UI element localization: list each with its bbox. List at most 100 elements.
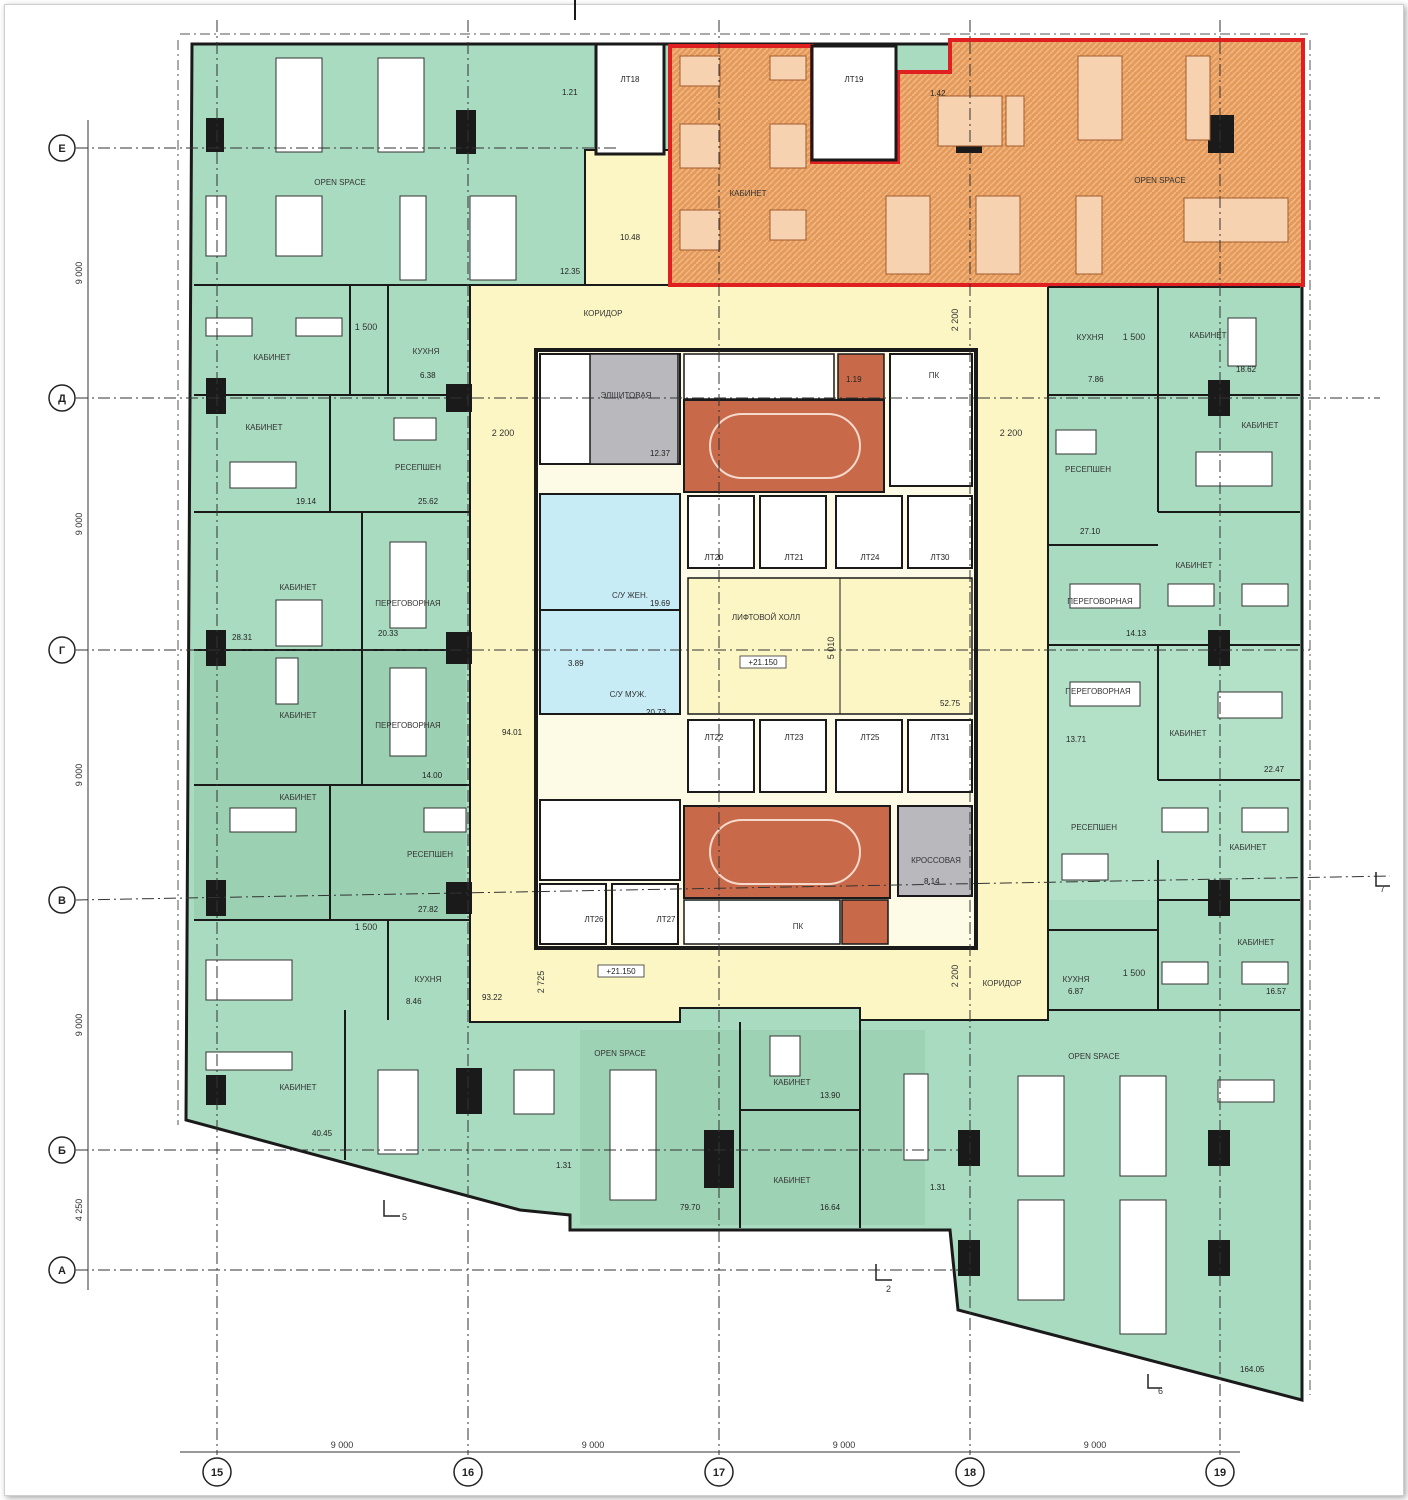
row-axis-lines [75, 147, 1391, 1271]
col-axis-15: 15 [211, 1467, 223, 1479]
lift-label-22: ЛТ22 [704, 733, 724, 742]
area-32: 1.31 [930, 1183, 946, 1192]
dim-6: 1 500 [1123, 332, 1146, 342]
label-wc-men: С/У МУЖ. [610, 690, 647, 699]
elevation-2: +21.150 [606, 967, 636, 976]
label-electrical: ЭЛЩИТОВАЯ [601, 391, 652, 400]
elevation-1: +21.150 [748, 658, 778, 667]
elevation-box-1 [739, 655, 787, 669]
label-reception-w2: РЕСЕПШЕН [407, 850, 453, 859]
label-pk2: ПК [793, 922, 804, 931]
area-11: 27.82 [418, 905, 439, 914]
electrical-room [589, 353, 679, 465]
area-23: 14.13 [1126, 629, 1147, 638]
dim-5: 2 200 [950, 965, 960, 988]
dim-8: 1 500 [1123, 968, 1146, 978]
lift-label-30: ЛТ30 [930, 553, 950, 562]
row-axis-B: Б [58, 1145, 66, 1157]
stair-north-landing [683, 353, 835, 400]
row-axis-D: Д [58, 393, 66, 405]
area-17: 3.89 [568, 659, 584, 668]
label-lift-hall: ЛИФТОВОЙ ХОЛЛ [732, 613, 800, 622]
crossover-room [897, 805, 973, 897]
area-16: 19.69 [650, 599, 671, 608]
north-vestibule [584, 149, 671, 286]
lift-label-23: ЛТ23 [784, 733, 804, 742]
area-19: 52.75 [940, 699, 961, 708]
area-14: 94.01 [502, 728, 523, 737]
label-kitchen-w1: КУХНЯ [413, 347, 440, 356]
label-open-space-nw: OPEN SPACE [314, 178, 365, 187]
dim-9: 2 725 [536, 971, 546, 994]
lift-label-19: ЛТ19 [844, 75, 864, 84]
area-3: 12.35 [560, 267, 581, 276]
area-7: 25.62 [418, 497, 439, 506]
label-kabinet-ne: КАБИНЕТ [730, 189, 767, 198]
stair-south-flight [709, 819, 861, 885]
col-space-3: 9 000 [833, 1440, 856, 1450]
stair-north-flight [709, 413, 861, 479]
area-4: 1.42 [930, 89, 946, 98]
area-33: 164.05 [1240, 1365, 1265, 1374]
col-axis-17: 17 [713, 1467, 725, 1479]
col-space-2: 9 000 [582, 1440, 605, 1450]
row-axis-bubbles [48, 134, 76, 1284]
dim-4: 2 200 [950, 309, 960, 332]
area-6: 19.14 [296, 497, 317, 506]
core-shaft [539, 799, 681, 881]
area-29: 16.64 [820, 1203, 841, 1212]
row-space-4: 9 000 [74, 1014, 84, 1037]
label-cabinet-e5: КАБИНЕТ [1230, 843, 1267, 852]
area-28: 13.90 [820, 1091, 841, 1100]
lift-north-2-cover [810, 44, 898, 162]
col-axis-19: 19 [1214, 1467, 1226, 1479]
lift-north-1 [594, 42, 666, 156]
column-spacing-dims: 9 000 9 000 9 000 9 000 [331, 1440, 1107, 1450]
stair-north [683, 399, 885, 493]
label-cabinet-w1: КАБИНЕТ [254, 353, 291, 362]
section-mark-7: 7 [1380, 884, 1385, 894]
column-axis-bubbles [202, 1457, 1235, 1487]
label-cabinet-e1: КАБИНЕТ [1190, 331, 1227, 340]
row-axis-E: Е [58, 143, 65, 155]
lift-label-26: ЛТ26 [584, 915, 604, 924]
lift-label-18: ЛТ18 [620, 75, 640, 84]
label-cabinet-w6: КАБИНЕТ [280, 1083, 317, 1092]
label-cabinet-s2: КАБИНЕТ [774, 1176, 811, 1185]
label-kitchen-e2: КУХНЯ [1063, 975, 1090, 984]
dim-3: 2 200 [1000, 428, 1023, 438]
area-values: 1.21 10.48 12.35 1.42 6.38 19.14 25.62 2… [232, 88, 1287, 1374]
lift-label-31: ЛТ31 [930, 733, 950, 742]
label-cabinet-e4: КАБИНЕТ [1170, 729, 1207, 738]
label-koridor-n: КОРИДОР [584, 309, 623, 318]
row-space-2: 9 000 [74, 513, 84, 536]
label-cabinet-w2: КАБИНЕТ [246, 423, 283, 432]
area-9: 20.33 [378, 629, 399, 638]
row-space-3: 9 000 [74, 764, 84, 787]
label-crossover: КРОССОВАЯ [911, 856, 961, 865]
lift-labels: ЛТ18 ЛТ19 ЛТ20 ЛТ21 ЛТ24 ЛТ30 ЛТ22 ЛТ23 … [584, 75, 950, 924]
section-marks [383, 872, 1390, 1389]
area-24: 13.71 [1066, 735, 1087, 744]
area-21: 18.62 [1236, 365, 1257, 374]
pk-room-south [683, 899, 841, 945]
section-mark-6: 6 [1158, 1386, 1163, 1396]
area-15: 12.37 [650, 449, 671, 458]
vestibule-north [837, 353, 885, 400]
internal-dimensions: 1 500 2 200 2 200 2 200 2 200 1 500 1 50… [355, 309, 1146, 994]
area-26: 6.87 [1068, 987, 1084, 996]
area-30: 79.70 [680, 1203, 701, 1212]
row-spacing-dims: 9 000 9 000 9 000 9 000 4 250 [74, 262, 84, 1222]
area-31: 1.31 [556, 1161, 572, 1170]
label-cabinet-w5: КАБИНЕТ [280, 793, 317, 802]
label-cabinet-w4: КАБИНЕТ [280, 711, 317, 720]
pk-room-north [889, 353, 973, 487]
lift-bank-lower [687, 719, 973, 793]
row-axis-G: Г [59, 645, 66, 657]
wc-block [539, 493, 681, 715]
dim-7: 1 500 [355, 922, 378, 932]
label-reception-e1: РЕСЕПШЕН [1065, 465, 1111, 474]
desks [205, 57, 1289, 1335]
area-20: 7.86 [1088, 375, 1104, 384]
col-space-4: 9 000 [1084, 1440, 1107, 1450]
